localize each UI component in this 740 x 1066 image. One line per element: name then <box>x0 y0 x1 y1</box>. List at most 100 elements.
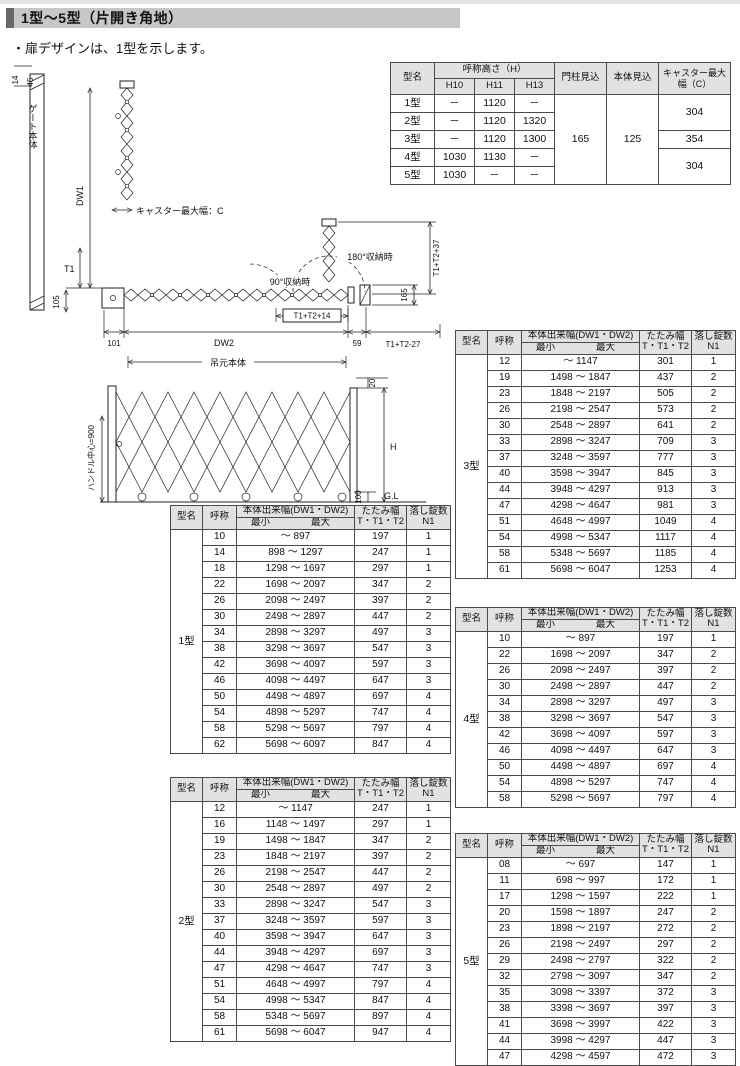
cell-no: 26 <box>202 864 237 882</box>
label-gate-body: ゲート本体 <box>28 104 38 150</box>
cell-fold: 147 <box>639 856 692 874</box>
cell-no: 12 <box>202 800 237 818</box>
cell-no: 58 <box>487 545 522 563</box>
size-header-minmax: 最小最大 <box>236 516 355 530</box>
cell-range: 2498 ～ 2897 <box>521 678 640 696</box>
cell-fold: 777 <box>639 449 692 467</box>
cell-fold: 222 <box>639 888 692 906</box>
cell-no: 30 <box>487 678 522 696</box>
cell-locks: 4 <box>406 736 451 754</box>
cell-fold: 297 <box>354 560 407 578</box>
cell-range: 1498 ～ 1847 <box>521 369 640 387</box>
cell-fold: 397 <box>639 1000 692 1018</box>
spec-cell: － <box>474 166 515 185</box>
label-180-storage: 180°収納時 <box>347 251 393 262</box>
spec-header-h13: H13 <box>514 78 555 95</box>
cell-no: 58 <box>202 720 237 738</box>
elevation-view: ハンドル中心=900 G.L 20 H 100 <box>86 377 426 504</box>
label-caster-max-width: キャスター最大幅：C <box>136 205 224 216</box>
label-dim-105: 105 <box>52 295 61 309</box>
cell-range: 5348 ～ 5697 <box>521 545 640 563</box>
cell-range: 5298 ～ 5697 <box>236 720 355 738</box>
cell-range: 3698 ～ 3997 <box>521 1016 640 1034</box>
cell-fold: 447 <box>354 608 407 626</box>
size-header-minmax: 最小最大 <box>521 341 640 355</box>
cell-fold: 747 <box>354 960 407 978</box>
cell-fold: 172 <box>639 872 692 890</box>
cell-fold: 697 <box>354 688 407 706</box>
label-t1: T1 <box>64 264 75 274</box>
cell-locks: 3 <box>691 433 736 451</box>
cell-no: 54 <box>202 992 237 1010</box>
cell-locks: 2 <box>691 417 736 435</box>
cell-locks: 4 <box>691 774 736 792</box>
cell-locks: 3 <box>691 497 736 515</box>
spec-cell-model: 2型 <box>390 112 435 131</box>
cell-fold: 372 <box>639 984 692 1002</box>
size-header-model: 型名 <box>455 833 488 858</box>
label-hanging-body: 吊元本体 <box>210 357 246 368</box>
cell-no: 23 <box>202 848 237 866</box>
size-header-width: 本体出来幅(DW1・DW2) <box>521 833 640 846</box>
cell-no: 42 <box>202 656 237 674</box>
cell-fold: 845 <box>639 465 692 483</box>
cell-range: 2798 ～ 3097 <box>521 968 640 986</box>
cell-range: 1298 ～ 1697 <box>236 560 355 578</box>
cell-locks: 1 <box>406 560 451 578</box>
cell-range: 4898 ～ 5297 <box>236 704 355 722</box>
stored-chain-cap <box>321 218 337 227</box>
cell-range: 2198 ～ 2547 <box>521 401 640 419</box>
page-title-text: 1型～5型（片開き角地） <box>21 10 183 26</box>
design-note: ・扉デザインは、1型を示します。 <box>12 41 213 56</box>
cell-locks: 1 <box>691 856 736 874</box>
lattice <box>115 391 351 443</box>
cell-fold: 597 <box>639 726 692 744</box>
cell-no: 58 <box>202 1008 237 1026</box>
cell-range: ～ 1147 <box>236 800 355 818</box>
size-header-model: 型名 <box>455 330 488 355</box>
spec-cell: 1300 <box>514 130 555 149</box>
cell-range: 3948 ～ 4297 <box>236 944 355 962</box>
label-t1t2-plus37: T1+T2+37 <box>432 239 441 276</box>
size-header-minmax: 最小最大 <box>521 618 640 632</box>
cell-no: 29 <box>487 952 522 970</box>
cell-range: 2198 ～ 2547 <box>236 864 355 882</box>
label-t1t2-minus27: T1+T2-27 <box>386 340 421 349</box>
cell-fold: 347 <box>354 576 407 594</box>
cell-fold: 397 <box>639 662 692 680</box>
caster-wheel <box>293 492 303 502</box>
cell-fold: 197 <box>639 630 692 648</box>
spec-cell-model: 3型 <box>390 130 435 149</box>
cell-fold: 747 <box>639 774 692 792</box>
size-header-name: 呼称 <box>202 505 237 530</box>
cell-fold: 347 <box>354 832 407 850</box>
cell-no: 19 <box>202 832 237 850</box>
spec-header-caster: キャスター最大幅（C） <box>658 62 731 95</box>
cell-locks: 3 <box>691 465 736 483</box>
accordion-chain-vertical <box>126 87 134 201</box>
cell-no: 33 <box>487 433 522 451</box>
cell-no: 26 <box>487 662 522 680</box>
cell-locks: 3 <box>691 984 736 1002</box>
size-header-width: 本体出来幅(DW1・DW2) <box>521 330 640 343</box>
cell-locks: 4 <box>691 561 736 579</box>
cell-locks: 3 <box>406 912 451 930</box>
